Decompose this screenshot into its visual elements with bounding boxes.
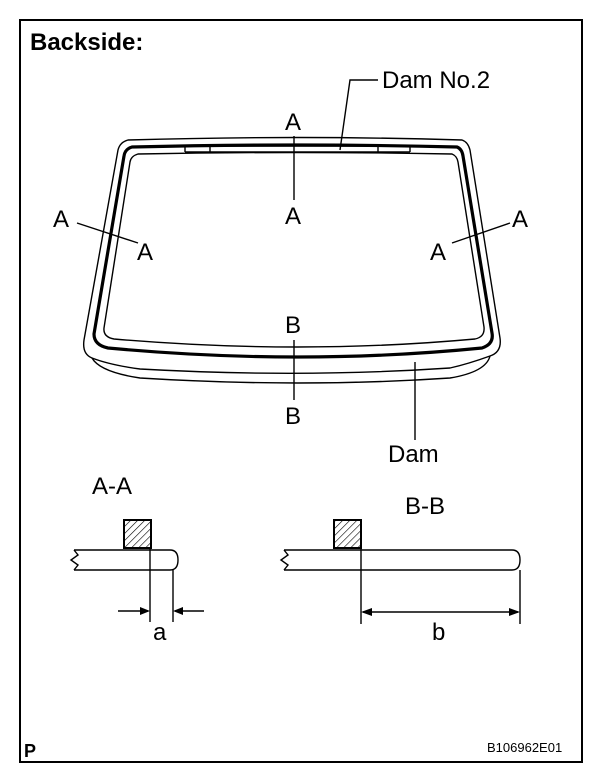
section-aa-title: A-A bbox=[92, 473, 132, 500]
section-aa-arrow-right bbox=[173, 607, 183, 615]
windshield-glass-outer bbox=[82, 136, 501, 374]
section-mark-top-upper: A bbox=[285, 109, 301, 136]
section-aa-glass bbox=[74, 549, 179, 571]
section-bb-title: B-B bbox=[405, 493, 445, 520]
dam-no2-strip bbox=[184, 145, 411, 153]
section-bb-glass bbox=[284, 549, 521, 571]
section-bb-arrow-left bbox=[361, 608, 372, 616]
section-line-left bbox=[76, 222, 139, 244]
section-bb-dam-block bbox=[333, 519, 362, 549]
windshield-lower-lip bbox=[91, 355, 491, 384]
section-line-right bbox=[451, 222, 511, 244]
section-mark-right-inner: A bbox=[430, 239, 446, 266]
section-mark-left-outer: A bbox=[53, 206, 69, 233]
dam-no2-label: Dam No.2 bbox=[382, 67, 490, 94]
section-mark-bottom-upper: B bbox=[285, 312, 301, 339]
section-aa-dimension-label: a bbox=[153, 619, 167, 646]
corner-mark: P bbox=[24, 741, 36, 761]
dam-label: Dam bbox=[388, 441, 439, 468]
section-bb-dimension-label: b bbox=[432, 619, 445, 646]
section-aa-dam-block bbox=[123, 519, 152, 549]
dam-no2-leader bbox=[339, 79, 378, 151]
section-mark-top-lower: A bbox=[285, 203, 301, 230]
section-bb-break-mark bbox=[279, 549, 290, 571]
windshield-glass-inner bbox=[103, 151, 485, 348]
section-mark-left-inner: A bbox=[137, 239, 153, 266]
section-aa-arrow-left bbox=[140, 607, 150, 615]
figure-frame bbox=[19, 19, 583, 763]
figure-code: B106962E01 bbox=[487, 740, 562, 755]
section-mark-bottom-lower: B bbox=[285, 403, 301, 430]
diagram-title: Backside: bbox=[30, 29, 143, 56]
section-mark-right-outer: A bbox=[512, 206, 528, 233]
section-aa-break-mark bbox=[69, 549, 80, 571]
section-bb-arrow-right bbox=[509, 608, 520, 616]
